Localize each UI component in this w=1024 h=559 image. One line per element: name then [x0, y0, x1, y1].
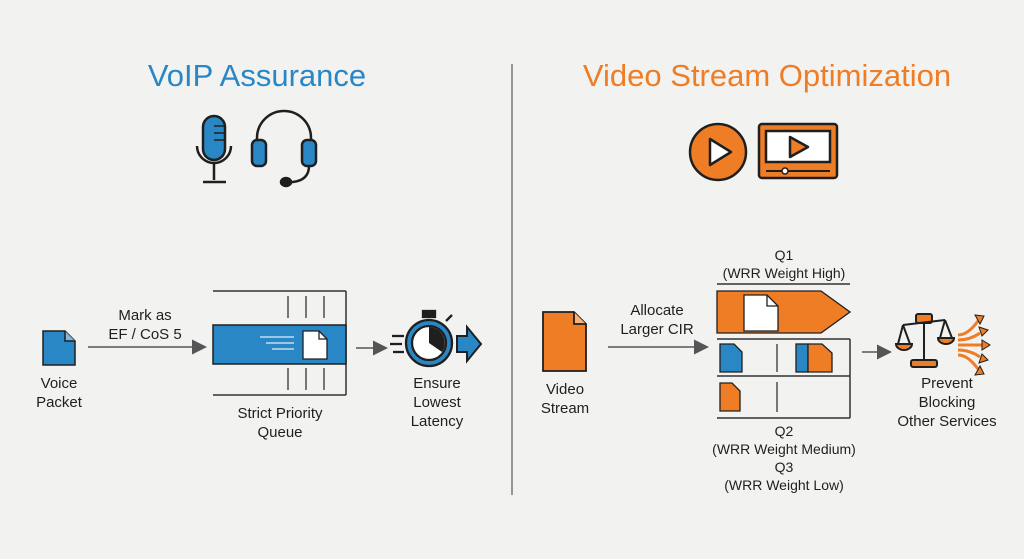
video-player-icon: [757, 122, 839, 180]
q2-label: Q2 (WRR Weight Medium): [712, 423, 856, 457]
stopwatch-icon: [390, 309, 454, 368]
play-button-icon: [688, 122, 748, 182]
mark-as-label: Mark as EF / CoS 5: [108, 307, 182, 343]
prevent-blocking-label: Prevent Blocking Other Services: [897, 375, 997, 430]
strict-priority-queue-label: Strict Priority Queue: [237, 405, 323, 441]
latency-arrow-icon: [456, 324, 483, 364]
video-stream-label: Video Stream: [540, 381, 590, 417]
strict-priority-queue: [212, 290, 347, 396]
video-stream-document-icon: [542, 311, 587, 372]
fan-out-arrowheads: [974, 314, 991, 376]
allocate-cir-label: Allocate Larger CIR: [620, 302, 694, 338]
microphone-icon: [195, 114, 233, 184]
q3-label: Q3 (WRR Weight Low): [724, 459, 844, 493]
ensure-latency-label: Ensure Lowest Latency: [410, 375, 464, 430]
wrr-queues: [716, 283, 852, 419]
voice-packet-label: Voice Packet: [36, 375, 82, 411]
voice-packet-document-icon: [42, 330, 76, 366]
q1-label: Q1 (WRR Weight High): [722, 247, 846, 281]
fan-out-arrows-icon: [957, 320, 982, 370]
voip-title: VoIP Assurance: [147, 58, 367, 93]
video-title: Video Stream Optimization: [582, 58, 952, 93]
headset-icon: [250, 109, 318, 188]
scales-icon: [894, 313, 956, 368]
